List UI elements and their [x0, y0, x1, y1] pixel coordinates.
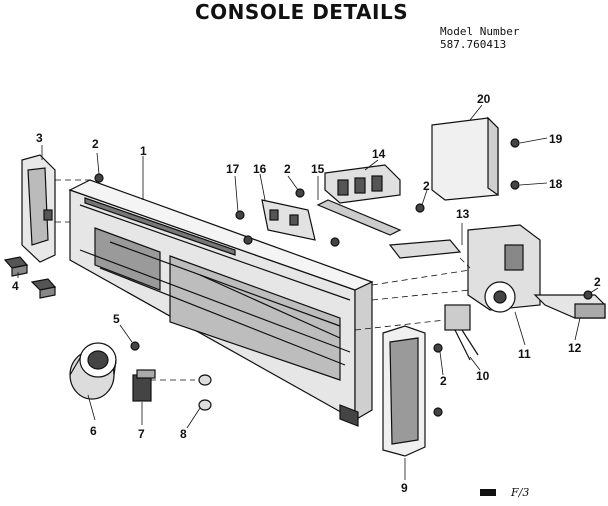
- bracket-part-13: [388, 239, 462, 259]
- alignment-lines: [55, 179, 471, 381]
- callout-17: 17: [226, 162, 240, 176]
- knob-part-6: [69, 342, 117, 400]
- callout-11: 11: [518, 347, 531, 361]
- timer-part-11: [467, 224, 541, 313]
- callout-8: 8: [180, 427, 187, 441]
- clip-part-4: [3, 256, 57, 299]
- callout-labels: 1 2 2 2 2 2 2 3 4 5 6 7 8 9 10 11 12 13 …: [12, 92, 601, 495]
- callout-3: 3: [36, 131, 43, 145]
- callout-5: 5: [113, 312, 120, 326]
- callout-16: 16: [253, 162, 267, 176]
- model-number-value: 587.760413: [440, 38, 507, 51]
- callout-14: 14: [372, 147, 386, 161]
- callout-18: 18: [549, 177, 563, 191]
- callout-15: 15: [311, 162, 325, 176]
- callout-13: 13: [456, 207, 470, 221]
- callout-9: 9: [401, 481, 408, 495]
- switch-part-7: [132, 369, 156, 402]
- callout-4: 4: [12, 279, 19, 293]
- trim-part-9: [382, 325, 426, 457]
- leader-lines: [17, 104, 599, 480]
- cover-part-20: [431, 116, 499, 201]
- bracket-part-16: [261, 199, 316, 241]
- bracket-part-12: [533, 294, 606, 319]
- console-panel-part-1: [68, 179, 374, 427]
- callout-12: 12: [568, 341, 582, 355]
- switch-strip-part-15: [316, 199, 402, 236]
- plug-part-8: [198, 374, 212, 411]
- callout-2: 2: [284, 162, 291, 176]
- page-title: CONSOLE DETAILS: [195, 0, 409, 24]
- page-mark: [480, 489, 496, 496]
- callout-2: 2: [92, 137, 99, 151]
- model-number-label: Model Number: [440, 25, 520, 38]
- page-code: F/3: [511, 486, 530, 499]
- callout-2: 2: [423, 179, 430, 193]
- callout-10: 10: [476, 369, 490, 383]
- callout-6: 6: [90, 424, 97, 438]
- callout-2: 2: [440, 374, 447, 388]
- switch-assembly-part-14: [324, 164, 401, 204]
- callout-1: 1: [140, 144, 147, 158]
- callout-20: 20: [477, 92, 491, 106]
- callout-19: 19: [549, 132, 563, 146]
- end-bracket-part-3: [21, 154, 56, 263]
- callout-2: 2: [594, 275, 601, 289]
- callout-7: 7: [138, 427, 145, 441]
- harness-part-10: [444, 304, 479, 361]
